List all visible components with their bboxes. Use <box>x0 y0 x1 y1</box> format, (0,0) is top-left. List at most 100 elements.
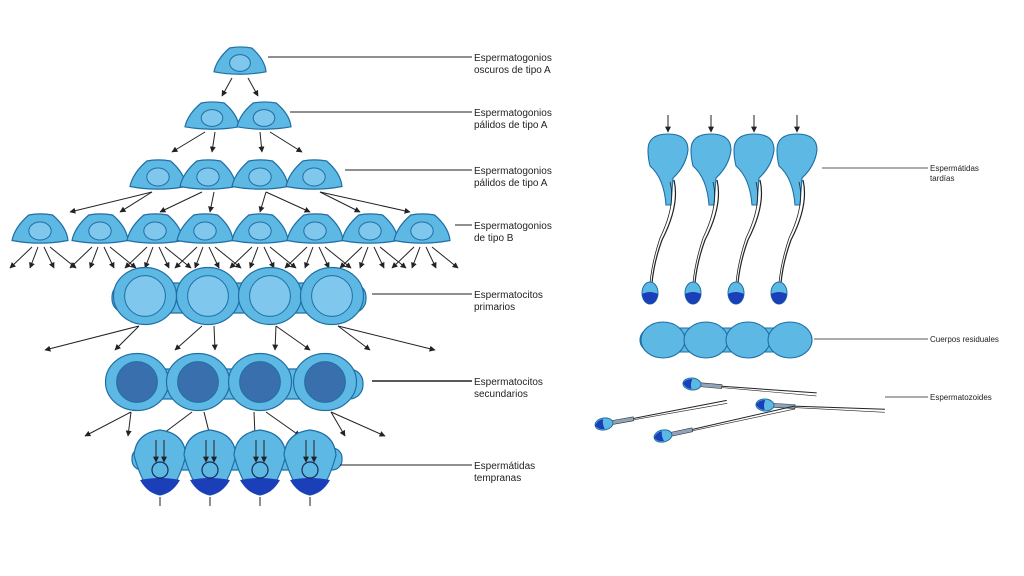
svg-text:pálidos de tipo A: pálidos de tipo A <box>474 178 548 189</box>
division-arrow <box>194 246 204 269</box>
division-arrow <box>211 325 218 351</box>
acrosome <box>595 419 605 430</box>
spermatozoon <box>594 399 728 431</box>
acrosome <box>290 478 330 495</box>
tail <box>672 405 795 435</box>
svg-text:tardías: tardías <box>930 174 954 183</box>
division-arrow <box>158 246 170 269</box>
division-arrow <box>431 246 459 269</box>
division-arrow <box>258 131 265 153</box>
cell-nucleus <box>187 275 229 317</box>
division-arrow <box>359 246 369 269</box>
cell-nucleus <box>124 275 166 317</box>
division-arrow <box>69 246 93 269</box>
division-arrow <box>49 246 77 269</box>
label-sc-secondary: Espermatocitos secundarios <box>372 377 543 400</box>
cytoplasm <box>647 133 689 206</box>
residual-body <box>683 321 729 359</box>
tail <box>651 179 677 284</box>
cell-nucleus <box>303 221 327 241</box>
sc-secondary-cell <box>227 352 293 412</box>
acrosome <box>683 378 693 389</box>
division-arrow <box>29 246 39 269</box>
sc-primary-cell <box>237 266 303 326</box>
sc-secondary-cell <box>165 352 231 412</box>
label-sg-b: Espermatogonios de tipo B <box>455 221 552 244</box>
st-early-cell <box>233 429 287 506</box>
acrosome <box>728 292 744 304</box>
sg-b-cell <box>393 213 451 244</box>
cell-nucleus <box>248 167 272 187</box>
midpiece <box>699 382 723 389</box>
division-arrow <box>373 246 385 269</box>
spermatozoon <box>653 405 796 443</box>
division-arrow <box>258 191 267 213</box>
cell-nucleus <box>301 461 319 479</box>
sg-b-cell <box>176 213 234 244</box>
svg-text:pálidos de tipo A: pálidos de tipo A <box>474 120 548 131</box>
division-arrow <box>103 246 115 269</box>
division-arrow <box>275 325 311 351</box>
division-arrow <box>337 325 436 352</box>
cell-nucleus <box>143 221 167 241</box>
svg-text:Espermatogonios: Espermatogonios <box>474 166 552 177</box>
svg-text:tempranas: tempranas <box>474 473 521 484</box>
sg-pale-a2-cell <box>129 159 187 190</box>
st-early-cell <box>183 429 237 506</box>
sg-b-cell <box>341 213 399 244</box>
division-arrow <box>318 246 330 269</box>
acrosome <box>771 292 787 304</box>
cell-nucleus <box>151 461 169 479</box>
sg-pale-a1-cell <box>236 101 292 130</box>
tail-edge <box>692 181 716 284</box>
division-arrow <box>319 191 411 214</box>
cell-nucleus <box>177 361 219 403</box>
division-arrow <box>9 246 33 269</box>
acrosome <box>685 292 701 304</box>
division-arrow <box>209 131 216 153</box>
division-arrow <box>144 246 154 269</box>
svg-text:Cuerpos residuales: Cuerpos residuales <box>930 335 999 344</box>
svg-text:Espermátidas: Espermátidas <box>930 164 979 173</box>
tail-edge <box>735 181 759 284</box>
tail <box>737 179 763 284</box>
division-arrow <box>337 325 371 351</box>
svg-text:Espermatogonios: Espermatogonios <box>474 221 552 232</box>
svg-text:de tipo B: de tipo B <box>474 233 514 244</box>
label-sperm: Espermatozoides <box>885 393 992 402</box>
division-arrow <box>284 246 308 269</box>
division-arrow <box>269 246 297 269</box>
cell-nucleus <box>200 109 224 127</box>
cell-nucleus <box>193 221 217 241</box>
division-arrow <box>84 411 132 437</box>
svg-text:Espermatogonios: Espermatogonios <box>474 53 552 64</box>
tail <box>694 179 720 284</box>
division-arrow <box>249 246 259 269</box>
sc-primary-cell <box>299 266 365 326</box>
cell-nucleus <box>358 221 382 241</box>
sg-pale-a2-cell <box>179 159 237 190</box>
cell-nucleus <box>248 221 272 241</box>
sg-b-cell <box>286 213 344 244</box>
division-arrow <box>304 246 314 269</box>
division-arrow <box>208 191 215 213</box>
tail-edge <box>649 181 673 284</box>
division-arrow <box>272 325 279 351</box>
cell-nucleus <box>304 361 346 403</box>
cell-nucleus <box>28 221 52 241</box>
acrosome <box>756 400 766 410</box>
division-arrow <box>411 246 421 269</box>
label-sg-dark-a: Espermatogonios oscuros de tipo A <box>268 53 552 76</box>
cell-nucleus <box>239 361 281 403</box>
division-arrow <box>171 131 206 153</box>
cell-nucleus <box>196 167 220 187</box>
division-arrow <box>174 325 203 351</box>
division-arrow <box>265 411 301 437</box>
cell-nucleus <box>201 461 219 479</box>
st-early-cell <box>133 429 187 506</box>
cytoplasm <box>690 133 732 206</box>
tail-edge <box>672 408 796 436</box>
division-arrow <box>214 246 242 269</box>
division-arrow <box>109 246 137 269</box>
